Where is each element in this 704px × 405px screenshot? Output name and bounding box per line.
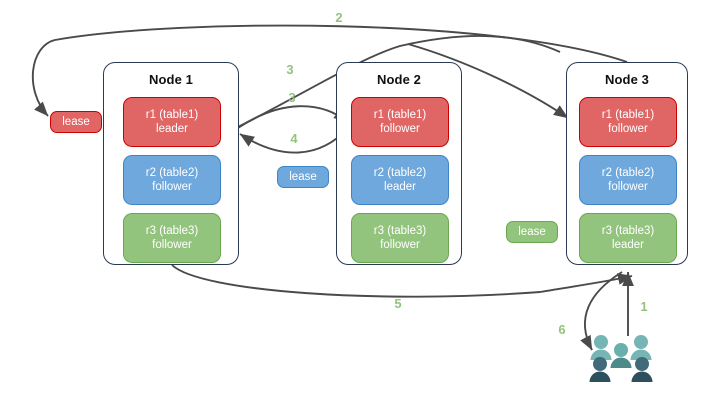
replica-role: follower [380, 123, 420, 135]
replica-name: r2 (table2) [601, 167, 655, 179]
arrow-step-5 [171, 264, 633, 298]
replica-role: follower [608, 181, 648, 193]
replica-name: r3 (table3) [145, 225, 199, 237]
node-title: Node 3 [605, 72, 649, 87]
node-box-1[interactable]: Node 1 r1 (table1) leader r2 (table2) fo… [103, 62, 239, 265]
step-label-6: 6 [558, 322, 566, 337]
step-label-4: 4 [290, 131, 298, 146]
node-box-2[interactable]: Node 2 r1 (table1) follower r2 (table2) … [336, 62, 462, 265]
replica-r2-node1[interactable]: r2 (table2) follower [123, 155, 221, 205]
replica-name: r3 (table3) [373, 225, 427, 237]
replica-r2-node2[interactable]: r2 (table2) leader [351, 155, 449, 205]
lease-label: lease [62, 116, 90, 128]
lease-chip-red[interactable]: lease [50, 111, 102, 133]
replica-name: r2 (table2) [373, 167, 427, 179]
arrow-step-3-to-node2 [237, 105, 349, 129]
replica-role: leader [612, 239, 644, 251]
replica-role: leader [156, 123, 188, 135]
replica-role: leader [384, 181, 416, 193]
step-label-1: 1 [640, 299, 648, 314]
step-label-3-upper: 3 [286, 62, 294, 77]
replica-name: r1 (table1) [373, 109, 427, 121]
node-title: Node 1 [149, 72, 193, 87]
step-label-5: 5 [394, 296, 402, 311]
replica-role: follower [380, 239, 420, 251]
replica-name: r1 (table1) [145, 109, 199, 121]
users-group-icon [589, 335, 653, 382]
replica-r3-node1[interactable]: r3 (table3) follower [123, 213, 221, 263]
replica-r1-node3[interactable]: r1 (table1) follower [579, 97, 677, 147]
step-label-3-lower: 3 [288, 90, 296, 105]
lease-chip-blue[interactable]: lease [277, 166, 329, 188]
replica-r1-node1[interactable]: r1 (table1) leader [123, 97, 221, 147]
replica-r3-node2[interactable]: r3 (table3) follower [351, 213, 449, 263]
replica-name: r2 (table2) [145, 167, 199, 179]
replica-r3-node3[interactable]: r3 (table3) leader [579, 213, 677, 263]
lease-label: lease [289, 171, 317, 183]
replica-role: follower [152, 239, 192, 251]
lease-label: lease [518, 226, 546, 238]
node-box-3[interactable]: Node 3 r1 (table1) follower r2 (table2) … [566, 62, 688, 265]
replica-r1-node2[interactable]: r1 (table1) follower [351, 97, 449, 147]
replica-name: r1 (table1) [601, 109, 655, 121]
replica-role: follower [608, 123, 648, 135]
replica-role: follower [152, 181, 192, 193]
replica-r2-node3[interactable]: r2 (table2) follower [579, 155, 677, 205]
step-label-2: 2 [335, 10, 343, 25]
node-title: Node 2 [377, 72, 421, 87]
lease-chip-green[interactable]: lease [506, 221, 558, 243]
replica-name: r3 (table3) [601, 225, 655, 237]
